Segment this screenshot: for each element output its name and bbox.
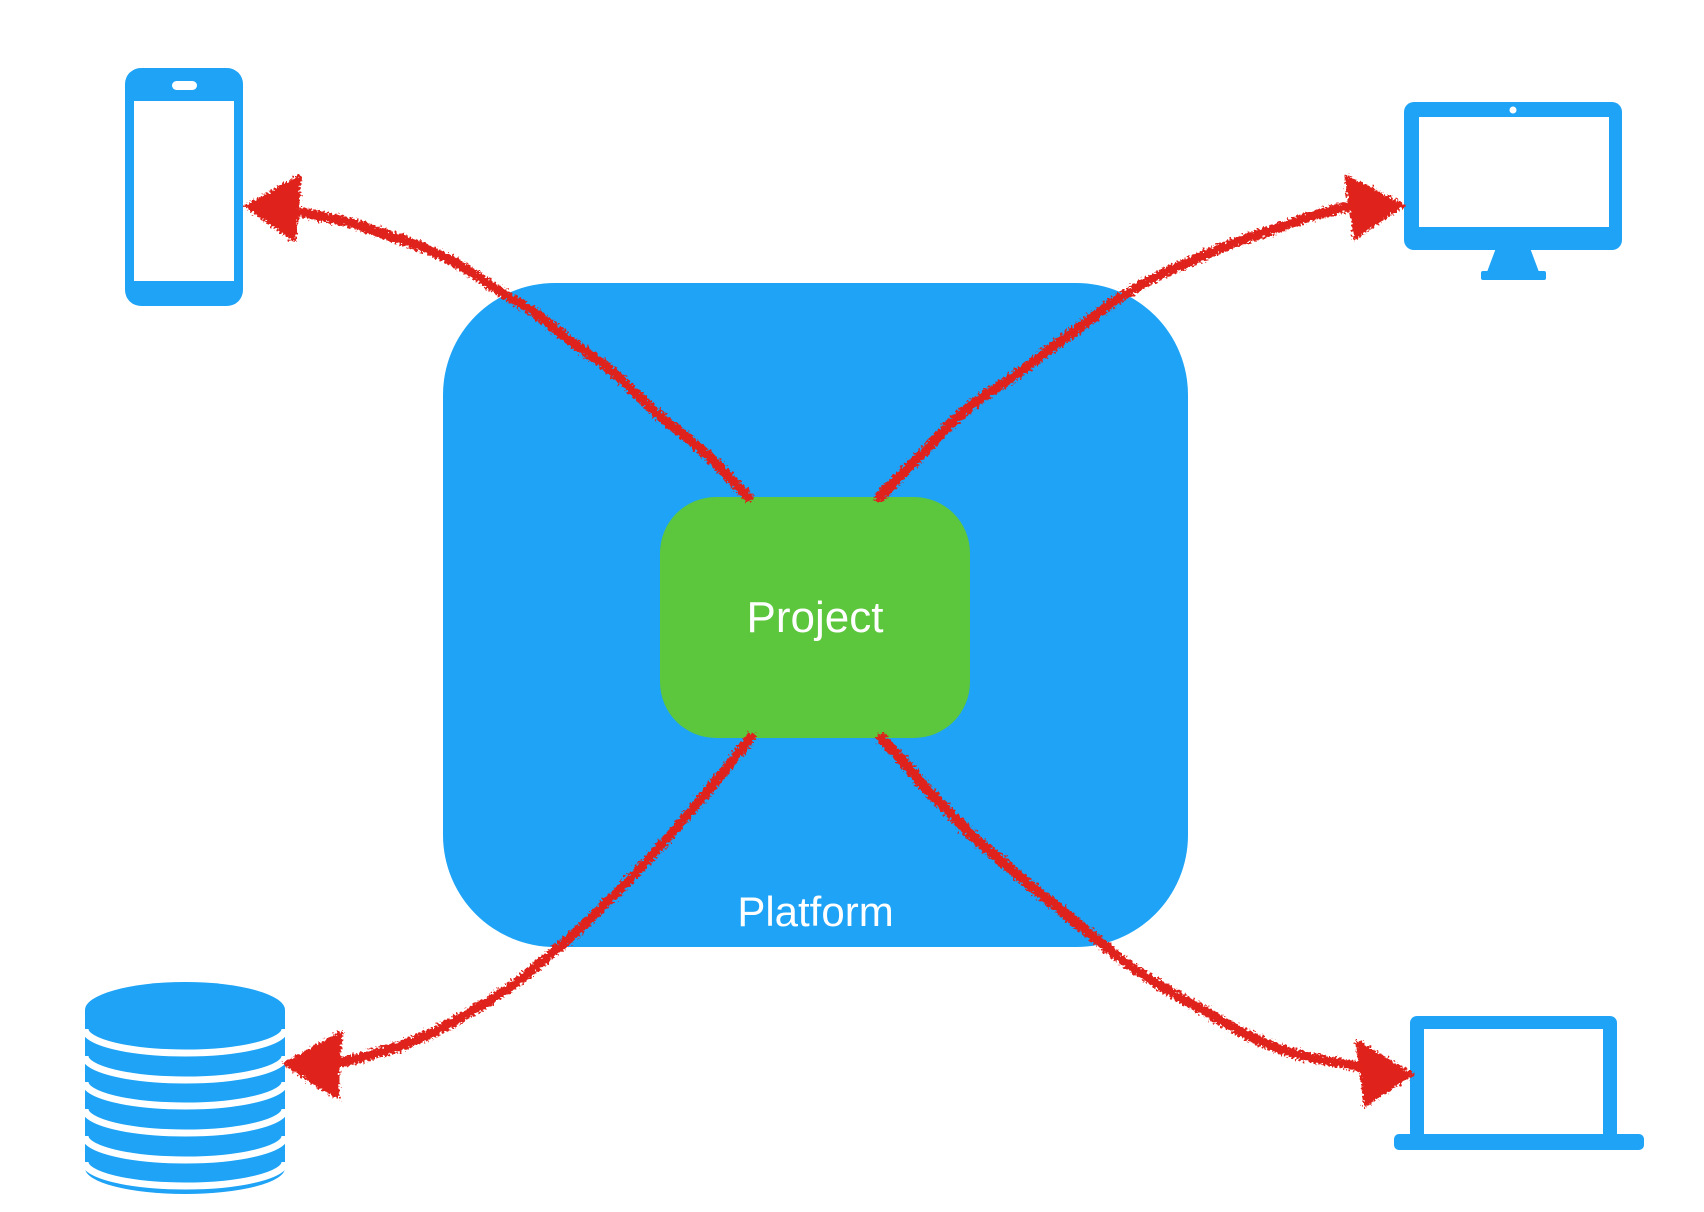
platform-label: Platform	[737, 888, 894, 935]
project-label: Project	[746, 592, 884, 642]
laptop-icon	[1394, 1016, 1644, 1150]
smartphone-icon	[125, 68, 243, 306]
database-icon	[81, 982, 289, 1194]
project-box: Project	[660, 497, 970, 738]
desktop-monitor-icon	[1404, 102, 1622, 280]
